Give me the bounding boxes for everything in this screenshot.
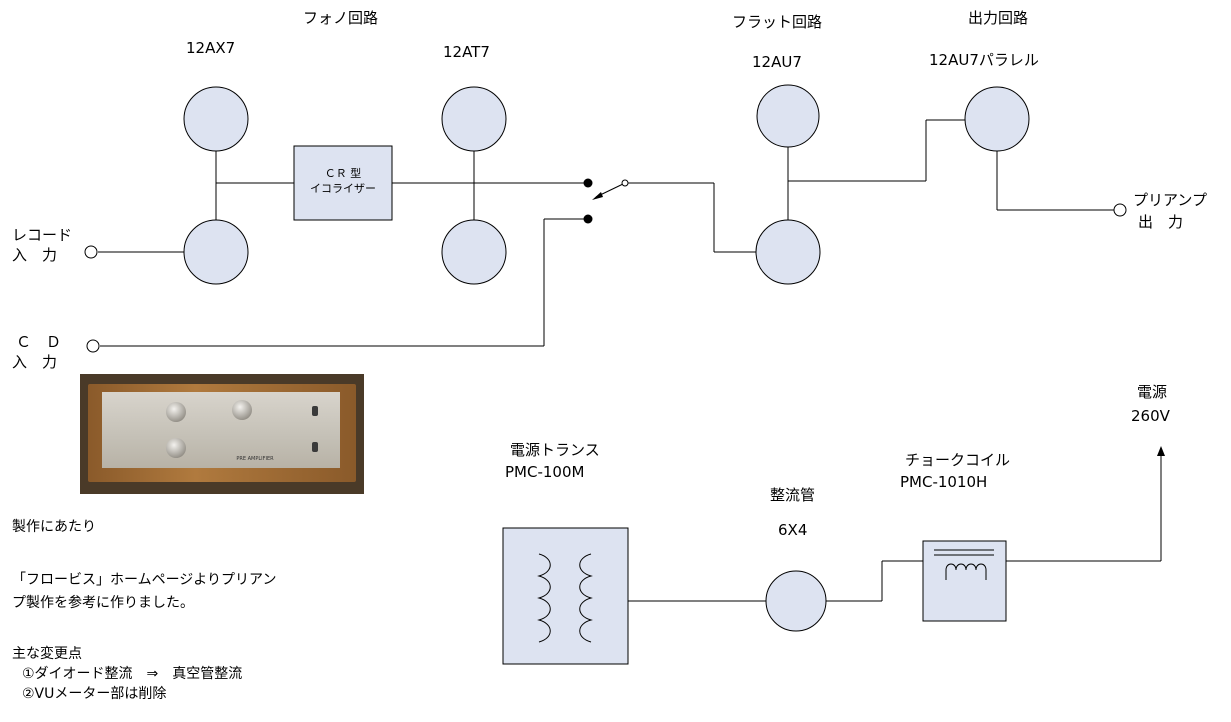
knob-icon <box>166 402 186 422</box>
changes-heading: 主な変更点 <box>12 646 82 662</box>
record-input-label-line1: レコード <box>12 226 73 244</box>
front-panel <box>102 392 340 468</box>
cd-input-label-line2: 入 力 <box>12 353 58 371</box>
tube-label-12at7: 12AT7 <box>443 43 490 61</box>
tube-12au7-parallel <box>964 86 1030 152</box>
tube-12au7-bottom <box>755 219 821 285</box>
tube-6x4 <box>765 570 827 632</box>
section-label-phono: フォノ回路 <box>303 9 379 27</box>
tube-12at7-top <box>441 86 507 152</box>
arrow-up-icon <box>1157 446 1165 456</box>
switch-arrow-icon <box>592 192 603 200</box>
change-item-1: ①ダイオード整流 ⇒ 真空管整流 <box>22 666 243 682</box>
supply-label: 電源 <box>1137 383 1168 401</box>
tube-12at7-bottom <box>441 219 507 285</box>
notes-heading: 製作にあたり <box>12 519 96 535</box>
rectifier-label: 整流管 <box>770 486 816 504</box>
switch-contact-phono <box>583 178 593 188</box>
section-label-output: 出力回路 <box>968 9 1029 27</box>
notes-para-line2: プ製作を参考に作りました。 <box>12 595 194 611</box>
change-item-2: ②VUメーター部は削除 <box>22 686 167 702</box>
toggle-switch-icon <box>312 406 318 416</box>
switch-contact-cd <box>583 214 593 224</box>
notes-para-line1: 「フロービス」ホームページよりプリアン <box>12 572 277 588</box>
rectifier-tube-label: 6X4 <box>778 521 808 539</box>
section-label-flat: フラット回路 <box>732 13 823 31</box>
choke-coil-icon <box>934 549 994 580</box>
record-input-label-line2: 入 力 <box>12 246 58 264</box>
equalizer-box <box>293 145 393 221</box>
cd-input-jack <box>86 339 100 353</box>
tube-12au7-top <box>756 84 820 148</box>
output-jack <box>1113 203 1127 217</box>
equalizer-label-line1: ＣＲ 型 <box>324 167 362 180</box>
choke-coil-box <box>922 540 1007 622</box>
output-label-line2: 出 力 <box>1138 213 1184 231</box>
output-label-line1: プリアンプ <box>1133 191 1207 209</box>
supply-voltage: 260V <box>1131 407 1170 425</box>
nameplate: PRE AMPLIFIER <box>236 456 274 462</box>
equalizer-label-line2: イコライザー <box>310 182 376 195</box>
tube-12ax7-top <box>183 86 249 152</box>
transformer-model: PMC-100M <box>505 463 585 481</box>
tube-12ax7-bottom <box>183 219 249 285</box>
knob-icon <box>166 438 186 458</box>
cd-input-label-line1: Ｃ Ｄ <box>16 333 62 351</box>
choke-label: チョークコイル <box>905 451 1011 469</box>
tube-label-12ax7: 12AX7 <box>186 39 236 57</box>
preamp-photo: PRE AMPLIFIER <box>80 374 364 494</box>
power-transformer-box <box>502 527 629 665</box>
tube-label-12au7-parallel: 12AU7パラレル <box>929 51 1039 69</box>
tube-label-12au7: 12AU7 <box>752 53 802 71</box>
toggle-switch-icon <box>312 442 318 452</box>
record-input-jack <box>84 245 98 259</box>
knob-icon <box>232 400 252 420</box>
switch-common-contact <box>621 179 629 187</box>
transformer-coil-icon <box>537 553 593 643</box>
choke-model: PMC-1010H <box>900 473 988 491</box>
transformer-label: 電源トランス <box>510 441 600 459</box>
